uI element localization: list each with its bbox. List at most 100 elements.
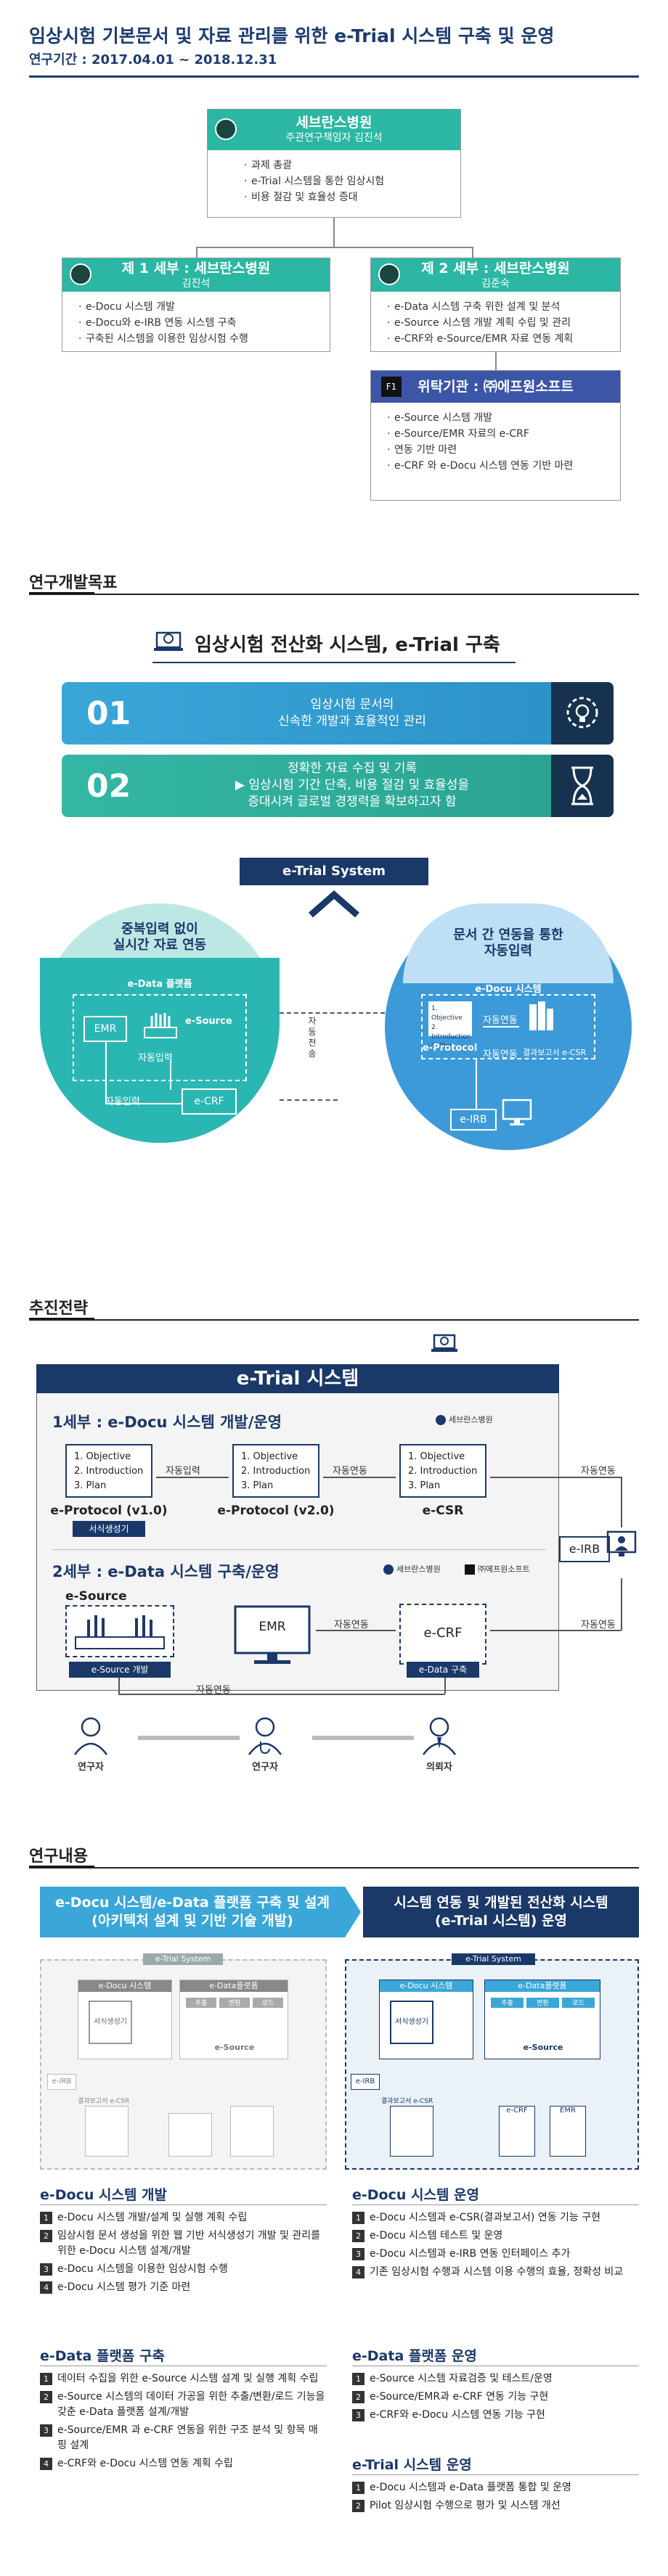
list-item: e-Source/EMR 자료의 e-CRF bbox=[387, 426, 610, 442]
researcher-icon bbox=[73, 1717, 108, 1755]
esource-dev-pill: e-Source 개발 bbox=[69, 1662, 171, 1678]
org-main-box: 세브란스병원 주관연구책임자 김진석 과제 총괄 e-Trial 시스템을 통한… bbox=[207, 109, 461, 218]
monitor-icon bbox=[234, 1605, 311, 1664]
org-main-sub: 주관연구책임자 김진석 bbox=[285, 132, 383, 144]
doc-ecsr-caption: e-CSR bbox=[422, 1504, 464, 1518]
subheading-line bbox=[352, 2474, 639, 2475]
laptop-bulb-icon bbox=[152, 624, 184, 656]
section-heading-goals: 연구개발목표 bbox=[29, 574, 118, 592]
gear-bulb-icon bbox=[551, 682, 614, 745]
subheading: e-Trial 시스템 운영 bbox=[352, 2457, 472, 2473]
subheading-line bbox=[40, 2204, 327, 2205]
severance-emblem-icon bbox=[378, 263, 400, 285]
section-divider bbox=[29, 594, 639, 595]
goal-item-02: 02 정확한 자료 수집 및 기록▶ 임상시험 기간 단축, 비용 절감 및 효… bbox=[62, 755, 614, 817]
researcher-1: 연구자 bbox=[69, 1712, 113, 1778]
panel-left: e-Trial System e-Docu 시스템 서식생성기 e-Data플랫… bbox=[40, 1953, 327, 2170]
org-sub2-name: 제 2 세부 : 세브란스병원 bbox=[421, 261, 570, 276]
strategy-divider bbox=[52, 1549, 546, 1550]
list-item: e-Data 시스템 구축 위한 설계 및 분석 bbox=[387, 299, 610, 315]
flow-arrow bbox=[156, 1477, 229, 1478]
mini-tablet-icon bbox=[230, 2106, 274, 2157]
mini-eirb: e-IRB bbox=[351, 2074, 380, 2090]
panel-tag: e-Trial System bbox=[452, 1953, 535, 1965]
eprotocol-label: e-Protocol bbox=[423, 1043, 478, 1054]
ecrf-frame: e-CRF bbox=[399, 1604, 486, 1665]
subheading-line bbox=[352, 2204, 639, 2205]
monitor-person-icon bbox=[606, 1527, 639, 1571]
researcher-2: 연구자 bbox=[243, 1712, 287, 1778]
flow-arrow bbox=[483, 1026, 519, 1027]
chevron-up-icon bbox=[305, 889, 363, 918]
mini-emr-icon: EMR bbox=[550, 2106, 586, 2157]
org-connector bbox=[495, 352, 497, 370]
strategy-sub2: 2세부 : e-Data 시스템 구축/운영 bbox=[52, 1563, 280, 1580]
flow-arrow bbox=[323, 1477, 396, 1478]
flow-arrow bbox=[621, 1578, 622, 1630]
auto-input-label: 자동입력 bbox=[105, 1096, 140, 1107]
flow-arrow bbox=[118, 1678, 120, 1694]
sponsor-icon bbox=[422, 1717, 457, 1755]
emr-monitor: EMR bbox=[232, 1604, 312, 1669]
edocu-system-frame bbox=[421, 994, 595, 1059]
severance-emblem-icon bbox=[383, 1564, 394, 1575]
mini-edocu-box: e-Docu 시스템 서식생성기 bbox=[379, 1980, 473, 2059]
edata-build-pill: e-Data 구축 bbox=[407, 1662, 479, 1678]
severance-emblem-icon bbox=[215, 118, 237, 140]
hands-typing-icon bbox=[142, 1007, 179, 1045]
flow-arrow bbox=[490, 1477, 621, 1478]
subheading: e-Docu 시스템 개발 bbox=[40, 2187, 168, 2203]
severance-logo: 세브란스병원 bbox=[383, 1563, 441, 1575]
f1soft-logo: ㈜에프원소프트 bbox=[465, 1563, 530, 1575]
org-connector bbox=[196, 247, 472, 248]
org-connector bbox=[196, 247, 197, 258]
auto-link-label: 자동연동 bbox=[333, 1466, 367, 1477]
esource-label: e-Source bbox=[185, 1016, 232, 1027]
list-item: 비용 절감 및 효율성 증대 bbox=[244, 189, 450, 205]
esource-frame bbox=[65, 1605, 174, 1657]
org-sub1-sub: 김진석 bbox=[182, 278, 211, 290]
eirb-box: e-IRB bbox=[450, 1109, 497, 1131]
eirb-box: e-IRB bbox=[559, 1536, 610, 1562]
org-contract-list: e-Source 시스템 개발 e-Source/EMR 자료의 e-CRF 연… bbox=[371, 403, 620, 481]
flow-arrow bbox=[105, 1103, 182, 1104]
research-period: 연구기간 : 2017.04.01 ~ 2018.12.31 bbox=[29, 52, 277, 67]
org-sub2-list: e-Data 시스템 구축 위한 설계 및 분석 e-Source 시스템 개발… bbox=[371, 292, 620, 354]
double-arrow bbox=[138, 1736, 240, 1740]
mini-edata-box: e-Data플랫폼 추출 변환 로드 e-Source bbox=[484, 1980, 600, 2059]
org-sub1-list: e-Docu 시스템 개발 e-Docu와 e-IRB 연동 시스템 구축 구축… bbox=[62, 292, 330, 354]
list-item: e-Trial 시스템을 통한 임상시험 bbox=[244, 173, 450, 189]
flow-arrow bbox=[621, 1477, 622, 1527]
ecrf-label: e-CRF bbox=[423, 1625, 463, 1641]
mini-tablet-icon bbox=[85, 2106, 129, 2157]
esource-caption: e-Source bbox=[65, 1589, 127, 1604]
severance-logo: 세브란스병원 bbox=[436, 1414, 493, 1425]
sponsor: 의뢰자 bbox=[418, 1712, 461, 1778]
edata-platform-frame bbox=[73, 994, 247, 1081]
org-sub1-name: 제 1 세부 : 세브란스병원 bbox=[121, 261, 271, 276]
mini-tablet-icon bbox=[390, 2106, 433, 2157]
flow-arrow bbox=[118, 1694, 445, 1695]
goals-title-underline bbox=[152, 662, 516, 663]
list-item: e-Source 시스템 개발 bbox=[387, 410, 610, 426]
eirb-node: e-IRB bbox=[559, 1527, 639, 1578]
auto-transfer-line bbox=[280, 1012, 385, 1014]
section-divider bbox=[29, 1867, 639, 1869]
list-item: e-Docu 시스템 개발 bbox=[78, 299, 319, 315]
subheading: e-Data 플랫폼 구축 bbox=[40, 2348, 165, 2364]
